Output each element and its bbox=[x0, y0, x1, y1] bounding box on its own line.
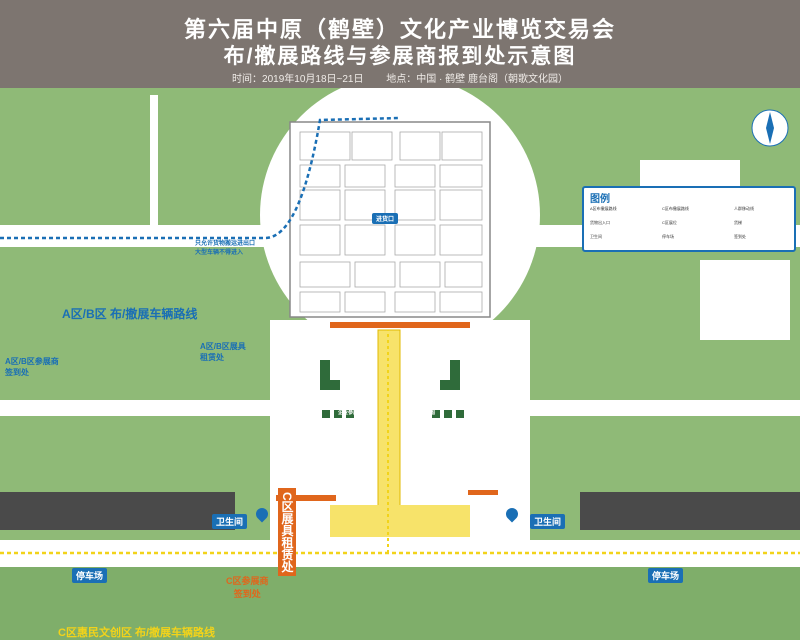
parking-lot-left bbox=[0, 492, 235, 530]
legend-item: 人群移动线 bbox=[734, 206, 754, 211]
venue-map: A区/B区 布/撤展车辆路线 A区/B区参展商 签到处 A区/B区展具 租赁处 … bbox=[0, 75, 800, 639]
orange-bar-top bbox=[330, 322, 470, 328]
event-time: 时间：2019年10月18日~21日 bbox=[232, 74, 364, 85]
checkin-ab-label: A区/B区参展商 签到处 bbox=[5, 357, 59, 377]
orange-bar-checkin bbox=[276, 495, 336, 501]
event-location: 地点：中国 · 鹤壁 鹿台阁（朝歌文化园） bbox=[386, 74, 568, 85]
legend-item: 卫生间 bbox=[590, 234, 602, 239]
legend-item: C区展位 bbox=[662, 220, 677, 225]
legend-item: A区布撤展路线 bbox=[590, 206, 617, 211]
restroom-left-badge: 卫生间 bbox=[212, 514, 248, 529]
restroom-right-badge: 卫生间 bbox=[530, 514, 566, 529]
building-right-lower bbox=[700, 260, 790, 340]
cargo-note-label: 只允许货物搬运进出口 大型车辆不得进入 bbox=[195, 241, 256, 256]
garden-block-1 bbox=[320, 360, 330, 390]
service-desk-label: 展馆导览图 bbox=[410, 410, 436, 416]
map-title-line2: 布/撤展路线与参展商报到处示意图 bbox=[223, 45, 577, 68]
map-legend: 图例 A区布撤展路线 C区布撤展路线 人群移动线 货物出入口 C区展位 货梯 卫… bbox=[582, 186, 796, 252]
legend-item: 货梯 bbox=[734, 220, 742, 225]
garden-grid bbox=[322, 410, 464, 418]
exhibitor-list-label: 企业参展名录 bbox=[338, 410, 369, 416]
legend-item: C区布撤展路线 bbox=[662, 206, 689, 211]
route-ab-label: A区/B区 布/撤展车辆路线 bbox=[62, 307, 198, 321]
orange-bar-right bbox=[468, 490, 498, 495]
parking-right-badge: 停车场 bbox=[648, 568, 684, 583]
route-ab-path bbox=[0, 116, 401, 240]
garden-block-2 bbox=[330, 380, 340, 390]
road-side bbox=[150, 95, 158, 225]
map-meta: 时间：2019年10月18日~21日 地点：中国 · 鹤壁 鹿台阁（朝歌文化园） bbox=[0, 70, 800, 85]
c-zone-entry bbox=[330, 505, 470, 537]
parking-left-badge: 停车场 bbox=[72, 568, 108, 583]
exit-ab-badge: 进货口 bbox=[372, 213, 399, 224]
road-lower-right bbox=[500, 400, 800, 416]
road-left bbox=[0, 225, 270, 247]
garden-block-3 bbox=[450, 360, 460, 390]
legend-item: 签到处 bbox=[734, 234, 746, 239]
hall-booths bbox=[299, 131, 483, 313]
rental-ab-label: A区/B区展具 租赁处 bbox=[200, 342, 246, 362]
road-lower-left bbox=[0, 400, 300, 416]
map-title-line1: 第六届中原（鹤壁）文化产业博览交易会 bbox=[183, 17, 616, 42]
map-header: 第六届中原（鹤壁）文化产业博览交易会 布/撤展路线与参展商报到处示意图 时间：2… bbox=[0, 0, 800, 88]
rental-c-label: C区展具租赁处 bbox=[278, 488, 296, 576]
route-c-label: C区惠民文创区 布/撤展车辆路线 bbox=[58, 627, 216, 639]
legend-title: 图例 bbox=[590, 194, 610, 205]
map-canvas bbox=[0, 75, 800, 567]
garden-block-4 bbox=[440, 380, 450, 390]
compass-needle bbox=[766, 112, 774, 144]
checkin-c-label: C区参展商 签到处 bbox=[226, 576, 269, 599]
legend-item: 货物出入口 bbox=[590, 220, 610, 225]
legend-item: 停车场 bbox=[662, 234, 674, 239]
parking-lot-right bbox=[580, 492, 800, 530]
